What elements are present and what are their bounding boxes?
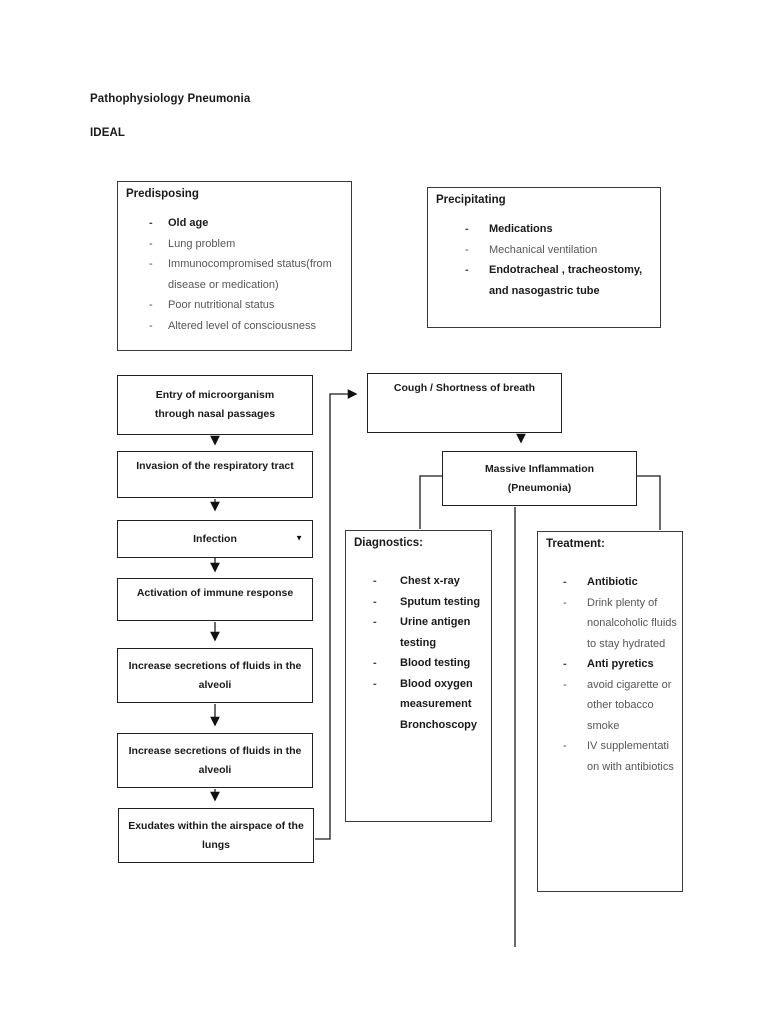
list-item: - Poor nutritional status [118, 295, 351, 316]
dash-bullet: - [373, 595, 377, 608]
list-item: - Chest x-ray [346, 571, 491, 592]
list-item: - Blood testing [346, 653, 491, 674]
list-item: - Antibiotic [538, 572, 682, 593]
page-subtitle: IDEAL [90, 127, 125, 139]
treatment-list: - Antibiotic - Drink plenty of nonalcoho… [538, 572, 682, 777]
dash-bullet: - [563, 596, 567, 609]
dash-bullet: - [465, 223, 469, 235]
dash-bullet: - [149, 217, 153, 229]
list-item: - Altered level of consciousness [118, 316, 351, 337]
precipitating-box: Precipitating - Medications - Mechanical… [427, 187, 661, 328]
flow-box-increase-2: Increase secretions of fluids in the alv… [117, 733, 313, 788]
dash-bullet: - [465, 243, 469, 256]
list-item: - Drink plenty of nonalcoholic fluids to… [538, 593, 682, 655]
predisposing-list: - Old age - Lung problem - Immunocomprom… [118, 213, 351, 336]
page-title: Pathophysiology Pneumonia [90, 93, 251, 105]
dash-bullet: - [563, 740, 567, 752]
flow-box-activation: Activation of immune response [117, 578, 313, 621]
list-item: - Mechanical ventilation [428, 240, 660, 261]
list-item: - IV supplementati on with antibiotics [538, 736, 682, 777]
list-item: - avoid cigarette or other tobacco smoke [538, 675, 682, 737]
list-item: - Old age [118, 213, 351, 234]
dash-bullet: - [149, 299, 153, 311]
dash-bullet: - [149, 237, 153, 250]
predisposing-box: Predisposing - Old age - Lung problem - … [117, 181, 352, 351]
precipitating-list: - Medications - Mechanical ventilation -… [428, 219, 660, 301]
dash-bullet: - [373, 616, 377, 628]
dash-bullet: - [149, 258, 153, 270]
dash-bullet: - [563, 576, 567, 588]
list-item: - Urine antigen testing [346, 612, 491, 653]
flow-box-infection: Infection ▼ [117, 520, 313, 558]
diagnostics-box: Diagnostics: - Chest x-ray - Sputum test… [345, 530, 492, 822]
treatment-header: Treatment: [546, 538, 605, 550]
diagnostics-list: - Chest x-ray - Sputum testing - Urine a… [346, 571, 491, 735]
flow-box-increase-1: Increase secretions of fluids in the alv… [117, 648, 313, 703]
treatment-box: Treatment: - Antibiotic - Drink plenty o… [537, 531, 683, 892]
dash-bullet: - [149, 319, 153, 332]
flow-box-entry: Entry of microorganism through nasal pas… [117, 375, 313, 435]
flow-box-invasion: Invasion of the respiratory tract [117, 451, 313, 498]
predisposing-header: Predisposing [126, 188, 199, 200]
list-item: - Medications [428, 219, 660, 240]
list-item: - Endotracheal , tracheostomy, and nasog… [428, 260, 660, 301]
flow-box-exudates: Exudates within the airspace of the lung… [118, 808, 314, 863]
flow-box-massive-inflammation: Massive Inflammation (Pneumonia) [442, 451, 637, 506]
dash-bullet: - [465, 264, 469, 276]
flow-box-cough: Cough / Shortness of breath [367, 373, 562, 433]
dash-bullet: - [373, 657, 377, 669]
list-item: - Lung problem [118, 234, 351, 255]
list-item: - Blood oxygen measurement Bronchoscopy [346, 674, 491, 736]
dash-bullet: - [563, 678, 567, 691]
diagnostics-header: Diagnostics: [354, 537, 424, 549]
list-item: - Immunocompromised status(from disease … [118, 254, 351, 295]
list-item: - Anti pyretics [538, 654, 682, 675]
precipitating-header: Precipitating [436, 194, 506, 206]
dash-bullet: - [563, 658, 567, 670]
list-item: - Sputum testing [346, 592, 491, 613]
dropdown-arrow-icon: ▼ [295, 533, 303, 543]
dash-bullet: - [373, 575, 377, 587]
dash-bullet: - [373, 677, 377, 690]
